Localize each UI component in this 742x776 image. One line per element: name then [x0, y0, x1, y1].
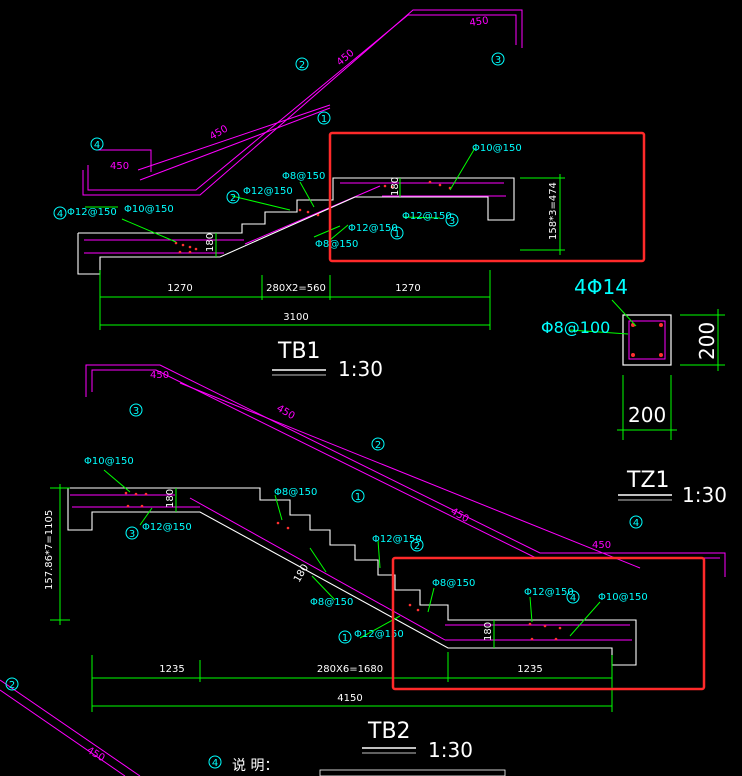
tb1-mark-4-left: 4: [94, 140, 100, 151]
tb2-callout-phi8-lower: Φ8@150: [310, 597, 353, 608]
tb2-mark-4: 4: [633, 518, 639, 529]
tb2-mark-3: 3: [133, 406, 139, 417]
tb2-mark-1: 1: [355, 492, 361, 503]
tb2-dim-riser: 157.86*7=1105: [44, 510, 55, 590]
tz1-column-section: 4Φ14 Φ8@100 200 200 TZ1 1:30: [541, 275, 727, 507]
tz1-longitudinal: 4Φ14: [574, 275, 628, 299]
tb1-dimensions: [85, 147, 565, 330]
tb2-bar-3: [85, 364, 726, 577]
tz1-stirrup: [628, 320, 666, 360]
tb1-dim-seg2: 280X2=560: [266, 283, 326, 294]
tb1-callout-phi12-left: Φ12@150: [67, 207, 117, 218]
tb2-dim-seg2: 280X6=1680: [317, 664, 383, 675]
tb2-concrete-outline: [67, 487, 637, 666]
tb2-mark-4-rebar: 4: [570, 593, 576, 604]
tb2-detail: 3 2 1 4 3 2 1 4 2 4 450 450 450 450 450 …: [0, 364, 726, 776]
tb1-label-450-top: 450: [469, 15, 489, 29]
tb2-circle-marks: [5, 403, 643, 769]
tb1-bar-1: [139, 107, 331, 181]
tb2-mark-2: 2: [375, 440, 381, 451]
tb1-thickness-right: 180: [390, 177, 401, 196]
tb1-callout-phi10-right: Φ10@150: [472, 143, 522, 154]
tb1-callout-phi12-right: Φ12@150: [402, 211, 452, 222]
tb2-label-450-top: 450: [150, 370, 169, 381]
tb1-circle-marks: [53, 52, 505, 240]
tb1-callout-phi12-mid: Φ12@150: [243, 186, 293, 197]
tb2-rebar-bars: [0, 364, 726, 776]
tb1-slab-outline: [77, 177, 515, 275]
tb1-callout-phi8-top: Φ8@150: [282, 171, 325, 182]
tz1-depth: 200: [695, 322, 719, 360]
tb1-dim-total: 3100: [283, 312, 308, 323]
tb2-bar-corner-2: [0, 679, 141, 776]
tb2-callout-phi10-left: Φ10@150: [84, 456, 134, 467]
tb1-mark-2b: 2: [230, 193, 236, 204]
tb1-bar-4-upper: [137, 104, 331, 171]
tz1-scale: 1:30: [682, 483, 727, 507]
tb1-mark-1b: 1: [394, 229, 400, 240]
tb1-callout-phi12-c1: Φ12@150: [348, 223, 398, 234]
tb1-mark-1: 1: [321, 114, 327, 125]
tz1-stirrup-label: Φ8@100: [541, 318, 610, 337]
tb2-dimensions: [50, 469, 613, 712]
tb2-mark-2-corner: 2: [9, 680, 15, 691]
tb2-callout-phi10-right: Φ10@150: [598, 592, 648, 603]
notes-label: 说 明：: [232, 758, 278, 774]
tb1-bar-2: [82, 9, 523, 196]
tb2-callout-phi12-right: Φ12@150: [524, 587, 574, 598]
tb1-callout-phi8-bottom: Φ8@150: [315, 239, 358, 250]
tz1-outline: [622, 314, 672, 366]
tb2-callout-phi12-mid: Φ12@150: [372, 534, 422, 545]
tb1-thickness-left: 180: [205, 233, 216, 252]
tb1-rebar-bars: [82, 9, 523, 254]
tb2-callout-phi12-left: Φ12@150: [142, 522, 192, 533]
tb1-dim-seg1: 1270: [167, 283, 192, 294]
tb2-dim-total: 4150: [337, 693, 362, 704]
tb1-dim-riser: 158*3=474: [548, 182, 559, 240]
tb2-callout-phi8-top: Φ8@150: [274, 487, 317, 498]
tb2-scale: 1:30: [428, 738, 473, 762]
tb1-detail: 2 3 1 4 4 2 3 1 450 450 450 450 Φ12@150 …: [53, 9, 646, 381]
tb2-callout-phi8-right: Φ8@150: [432, 578, 475, 589]
tb1-bar-4: [96, 149, 152, 172]
tb1-mark-3b: 3: [449, 216, 455, 227]
tb2-rebar-dots: [124, 491, 562, 641]
tb1-mark-2: 2: [299, 60, 305, 71]
tb2-thickness-right: 180: [483, 622, 494, 641]
tb1-label-450-bottom: 450: [110, 161, 129, 172]
tb2-dim-seg1: 1235: [159, 664, 184, 675]
tb1-bar-slope-inner: [244, 185, 381, 245]
tb1-bar-3: [87, 14, 517, 191]
tb2-label-450-upper: 450: [275, 403, 297, 422]
tb1-highlight-box: [328, 131, 646, 263]
tb2-dim-seg3: 1235: [517, 664, 542, 675]
tb1-concrete-outline: [77, 177, 515, 275]
tb1-mark-4: 4: [57, 209, 63, 220]
tb2-mark-2-rebar: 2: [414, 541, 420, 552]
notes-circle-4: 4: [212, 758, 218, 769]
tb2-label-450-lower: 450: [449, 506, 471, 525]
tb2-callout-phi12-low: Φ12@150: [354, 629, 404, 640]
tb2-label-450-right: 450: [592, 540, 611, 551]
tb2-bar-slope-inner: [189, 497, 446, 641]
tb2-mark-1-rebar: 1: [342, 633, 348, 644]
tb1-mark-3: 3: [495, 55, 501, 66]
tz1-title: TZ1: [626, 468, 670, 493]
tb1-label-450-mid: 450: [335, 48, 357, 69]
tb2-thickness-left: 180: [165, 489, 176, 508]
tb2-slab-outline: [67, 487, 637, 666]
tb1-rebar-dots: [174, 180, 452, 254]
tz1-width: 200: [628, 403, 666, 427]
tb1-title: TB1: [277, 339, 321, 364]
tb2-bar-corner-2b: [0, 689, 126, 776]
tb2-bar-1: [179, 382, 641, 569]
tb2-highlight-box: [391, 556, 706, 691]
tb1-dim-seg3: 1270: [395, 283, 420, 294]
tb2-mark-3-rebar: 3: [129, 529, 135, 540]
tb1-scale: 1:30: [338, 357, 383, 381]
tb2-title: TB2: [367, 719, 411, 744]
tb1-callout-phi10-left: Φ10@150: [124, 204, 174, 215]
tb2-thickness-slab: 180: [292, 562, 311, 584]
